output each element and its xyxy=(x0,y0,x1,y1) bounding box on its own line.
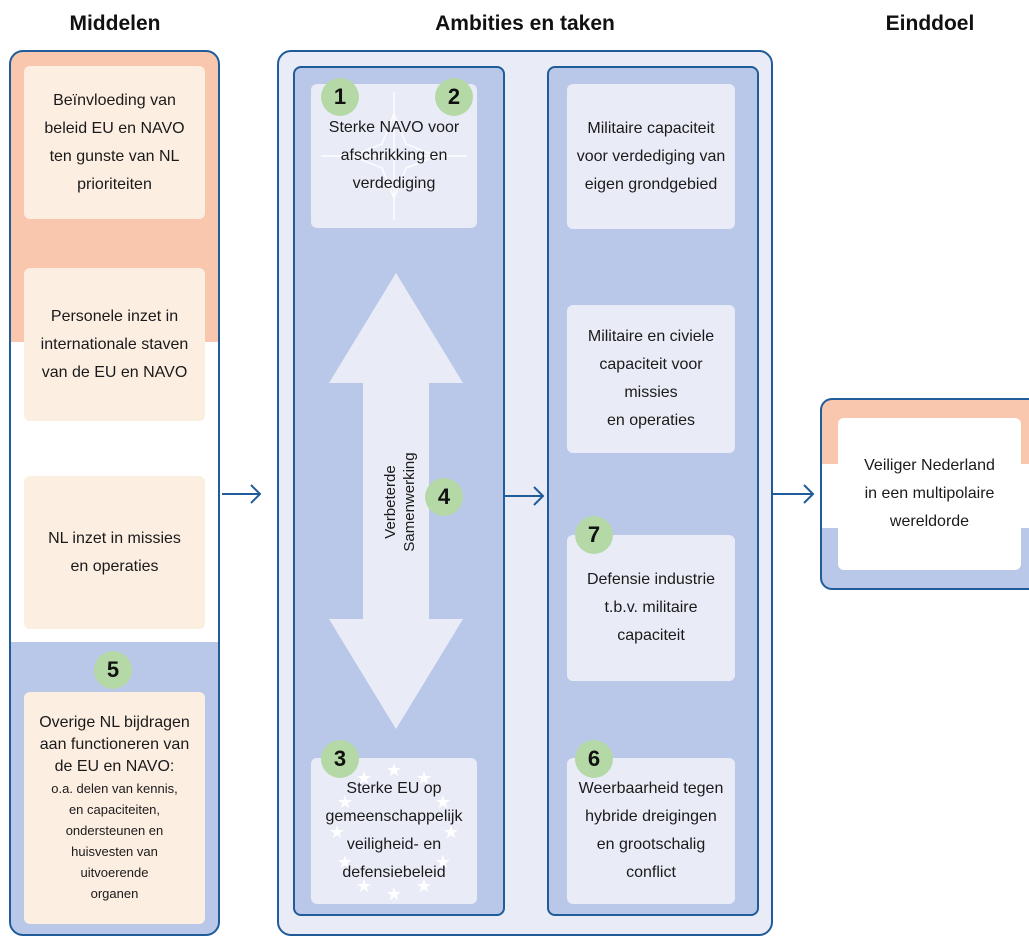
svg-text:★: ★ xyxy=(435,792,451,812)
taken-box-defensie-industrie: Defensie industrie t.b.v. militaire capa… xyxy=(567,535,735,681)
badge-2: 2 xyxy=(435,78,473,116)
ambities-panel: Sterke NAVO voor afschrikking en verdedi… xyxy=(277,50,773,936)
svg-text:★: ★ xyxy=(416,876,432,896)
middelen-box-missies: NL inzet in missies en operaties xyxy=(24,476,205,629)
svg-text:★: ★ xyxy=(337,852,353,872)
eu-stars-watermark: ★ ★ ★ ★ ★ ★ ★ ★ ★ ★ ★ ★ xyxy=(329,760,459,904)
einddoel-box: Veiliger Nederland in een multipolaire w… xyxy=(838,418,1021,570)
svg-text:★: ★ xyxy=(435,852,451,872)
arrow-middelen-to-ambities xyxy=(222,484,262,504)
samenwerking-double-arrow xyxy=(329,273,463,729)
taken-box-weerbaarheid: Weerbaarheid tegen hybride dreigingen en… xyxy=(567,758,735,904)
svg-text:★: ★ xyxy=(356,876,372,896)
svg-text:★: ★ xyxy=(386,760,402,780)
badge-5: 5 xyxy=(94,651,132,689)
svg-text:★: ★ xyxy=(386,884,402,904)
heading-einddoel: Einddoel xyxy=(885,12,975,35)
heading-ambities: Ambities en taken xyxy=(435,12,615,35)
badge-3: 3 xyxy=(321,740,359,778)
ambities-column: Sterke NAVO voor afschrikking en verdedi… xyxy=(293,66,505,916)
middelen-panel: Beïnvloeding van beleid EU en NAVO ten g… xyxy=(9,50,220,936)
svg-text:★: ★ xyxy=(416,768,432,788)
middelen-box-personele-inzet: Personele inzet in internationale staven… xyxy=(24,268,205,421)
arrow-to-einddoel xyxy=(773,484,815,504)
eu-box: ★ ★ ★ ★ ★ ★ ★ ★ ★ ★ ★ ★ Sterke EU op gem… xyxy=(311,758,477,904)
einddoel-panel: Veiliger Nederland in een multipolaire w… xyxy=(820,398,1029,590)
arrow-ambities-to-taken xyxy=(505,486,545,506)
taken-column: Militaire capaciteit voor verdediging va… xyxy=(547,66,759,916)
badge-1: 1 xyxy=(321,78,359,116)
badge-4: 4 xyxy=(425,478,463,516)
samenwerking-label: Verbeterde Samenwerking xyxy=(382,452,418,552)
navo-star-watermark xyxy=(321,92,467,220)
badge-6: 6 xyxy=(575,740,613,778)
middelen-box-overige-bijdragen: Overige NL bijdragen aan functioneren va… xyxy=(24,692,205,924)
svg-text:★: ★ xyxy=(337,792,353,812)
taken-box-missies: Militaire en civiele capaciteit voor mis… xyxy=(567,305,735,453)
taken-box-verdediging: Militaire capaciteit voor verdediging va… xyxy=(567,84,735,229)
middelen-box-beinvloeding: Beïnvloeding van beleid EU en NAVO ten g… xyxy=(24,66,205,219)
svg-text:★: ★ xyxy=(443,822,459,842)
badge-7: 7 xyxy=(575,516,613,554)
svg-text:★: ★ xyxy=(329,822,345,842)
heading-middelen: Middelen xyxy=(69,12,161,35)
svg-text:★: ★ xyxy=(356,768,372,788)
